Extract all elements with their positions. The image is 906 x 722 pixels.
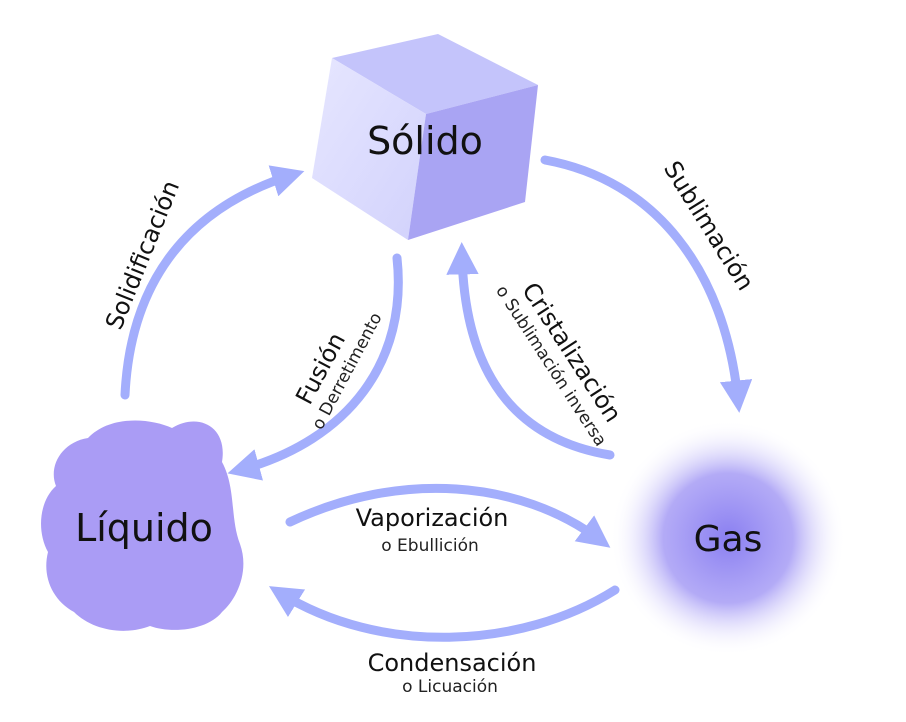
arrow-fusion bbox=[227, 253, 403, 481]
liquid-blob: Líquido bbox=[41, 420, 244, 631]
gas-cloud: Gas bbox=[610, 420, 846, 656]
solid-cube: Sólido bbox=[312, 34, 538, 240]
state-label-liquid: Líquido bbox=[75, 506, 213, 550]
label-sublimation: Sublimación bbox=[658, 156, 760, 295]
cube-right-face bbox=[408, 85, 538, 240]
state-label-gas: Gas bbox=[694, 519, 763, 560]
arrow-sublimation bbox=[540, 155, 753, 413]
arrow-solidification bbox=[120, 165, 305, 400]
crystallization-labels: Cristalización o Sublimación inversa bbox=[491, 278, 627, 451]
cube-front-face bbox=[312, 58, 426, 240]
label-condensation-sub: o Licuación bbox=[402, 677, 498, 697]
arrow-crystallization bbox=[446, 242, 615, 460]
arrow-condensation bbox=[268, 585, 620, 642]
state-label-solid: Sólido bbox=[367, 119, 483, 163]
arrow-vaporization bbox=[285, 483, 611, 548]
label-vaporization: Vaporización bbox=[356, 504, 509, 532]
arrows bbox=[120, 155, 753, 642]
label-condensation: Condensación bbox=[368, 649, 537, 677]
gas-glow bbox=[610, 420, 846, 656]
label-vaporization-sub: o Ebullición bbox=[381, 536, 479, 556]
cube-top-face bbox=[332, 34, 538, 114]
fusion-labels: Fusión o Derretimento bbox=[290, 310, 386, 434]
liquid-shape bbox=[41, 420, 244, 631]
